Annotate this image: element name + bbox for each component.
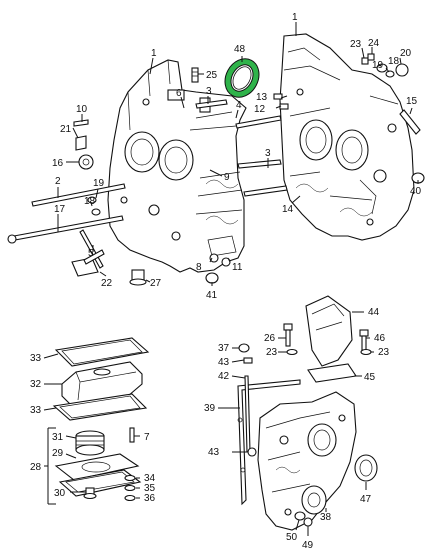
- lower-leader-lines: [43, 311, 374, 536]
- callout-44[interactable]: 44: [368, 307, 380, 318]
- seal-47[interactable]: [354, 454, 378, 482]
- callout-4[interactable]: 4: [236, 100, 242, 111]
- callout-23-top[interactable]: 23: [350, 39, 362, 50]
- callout-12[interactable]: 12: [254, 104, 266, 115]
- callout-15[interactable]: 15: [406, 96, 418, 107]
- oil-pump-housing[interactable]: [257, 391, 357, 531]
- callout-23-left[interactable]: 23: [266, 347, 278, 358]
- callout-10[interactable]: 10: [76, 104, 88, 115]
- callout-47[interactable]: 47: [360, 494, 372, 505]
- callout-6[interactable]: 6: [176, 88, 182, 99]
- callout-50[interactable]: 50: [286, 532, 298, 543]
- right-crankcase-half[interactable]: [279, 33, 415, 241]
- callout-26[interactable]: 26: [264, 333, 276, 344]
- callout-1-left[interactable]: 1: [151, 48, 157, 59]
- callout-40[interactable]: 40: [410, 186, 422, 197]
- oil-strainer-assembly[interactable]: [54, 427, 142, 502]
- callout-11[interactable]: 11: [232, 262, 243, 273]
- callout-31[interactable]: 31: [52, 432, 64, 443]
- left-crankcase-half[interactable]: [107, 59, 247, 273]
- callout-41[interactable]: 41: [206, 290, 218, 301]
- callout-33-bottom[interactable]: 33: [30, 405, 42, 416]
- callout-48[interactable]: 48: [234, 44, 246, 55]
- callout-45[interactable]: 45: [364, 372, 376, 383]
- callout-18-left[interactable]: 18: [84, 196, 96, 207]
- callout-23-right[interactable]: 23: [378, 347, 390, 358]
- callout-28[interactable]: 28: [30, 462, 42, 473]
- callout-34[interactable]: 34: [144, 473, 156, 484]
- oil-strainer-cover-assembly[interactable]: [52, 337, 150, 421]
- callout-43-bottom[interactable]: 43: [208, 447, 220, 458]
- callout-17[interactable]: 17: [54, 204, 66, 215]
- gasket-39[interactable]: [237, 379, 301, 506]
- bracket-44[interactable]: [283, 295, 372, 383]
- callout-39[interactable]: 39: [204, 403, 216, 414]
- callout-29[interactable]: 29: [52, 448, 64, 459]
- callout-14[interactable]: 14: [282, 204, 294, 215]
- callout-46[interactable]: 46: [374, 333, 386, 344]
- callout-27[interactable]: 27: [150, 278, 162, 289]
- upper-small-parts[interactable]: [7, 53, 425, 286]
- callout-35[interactable]: 35: [144, 483, 156, 494]
- callout-21[interactable]: 21: [60, 124, 72, 135]
- callout-2[interactable]: 2: [55, 176, 61, 187]
- oil-seal-48[interactable]: [223, 57, 262, 99]
- callout-8[interactable]: 8: [196, 262, 202, 273]
- callout-7[interactable]: 7: [144, 432, 150, 443]
- upper-leader-lines: [57, 22, 419, 286]
- callout-5[interactable]: 5: [88, 248, 94, 259]
- callout-24[interactable]: 24: [368, 38, 380, 49]
- callout-22[interactable]: 22: [101, 278, 113, 289]
- group-bracket-28: [44, 427, 56, 505]
- callout-38[interactable]: 38: [320, 512, 332, 523]
- nuts-49-50[interactable]: [294, 511, 313, 527]
- callout-25[interactable]: 25: [206, 70, 218, 81]
- callout-19-right[interactable]: 19: [372, 60, 384, 71]
- callout-3-mid[interactable]: 3: [265, 148, 271, 159]
- callout-3-top[interactable]: 3: [206, 86, 212, 97]
- callout-9[interactable]: 9: [224, 172, 230, 183]
- callout-20[interactable]: 20: [400, 48, 412, 59]
- callout-37[interactable]: 37: [218, 343, 230, 354]
- callout-16[interactable]: 16: [52, 158, 64, 169]
- callout-36[interactable]: 36: [144, 493, 156, 504]
- callout-1-right[interactable]: 1: [292, 12, 298, 23]
- callout-13[interactable]: 13: [256, 92, 268, 103]
- callout-32[interactable]: 32: [30, 379, 42, 390]
- callout-33-top[interactable]: 33: [30, 353, 42, 364]
- callout-30[interactable]: 30: [54, 488, 66, 499]
- callout-49[interactable]: 49: [302, 540, 314, 551]
- callout-19-left[interactable]: 19: [93, 178, 105, 189]
- callout-18-right[interactable]: 18: [388, 56, 400, 67]
- callout-42[interactable]: 42: [218, 371, 230, 382]
- callout-43-top[interactable]: 43: [218, 357, 230, 368]
- callout-labels: 1 1 48 25 6 3 4 3 9 13 12 14 15 40 10 21…: [30, 12, 422, 551]
